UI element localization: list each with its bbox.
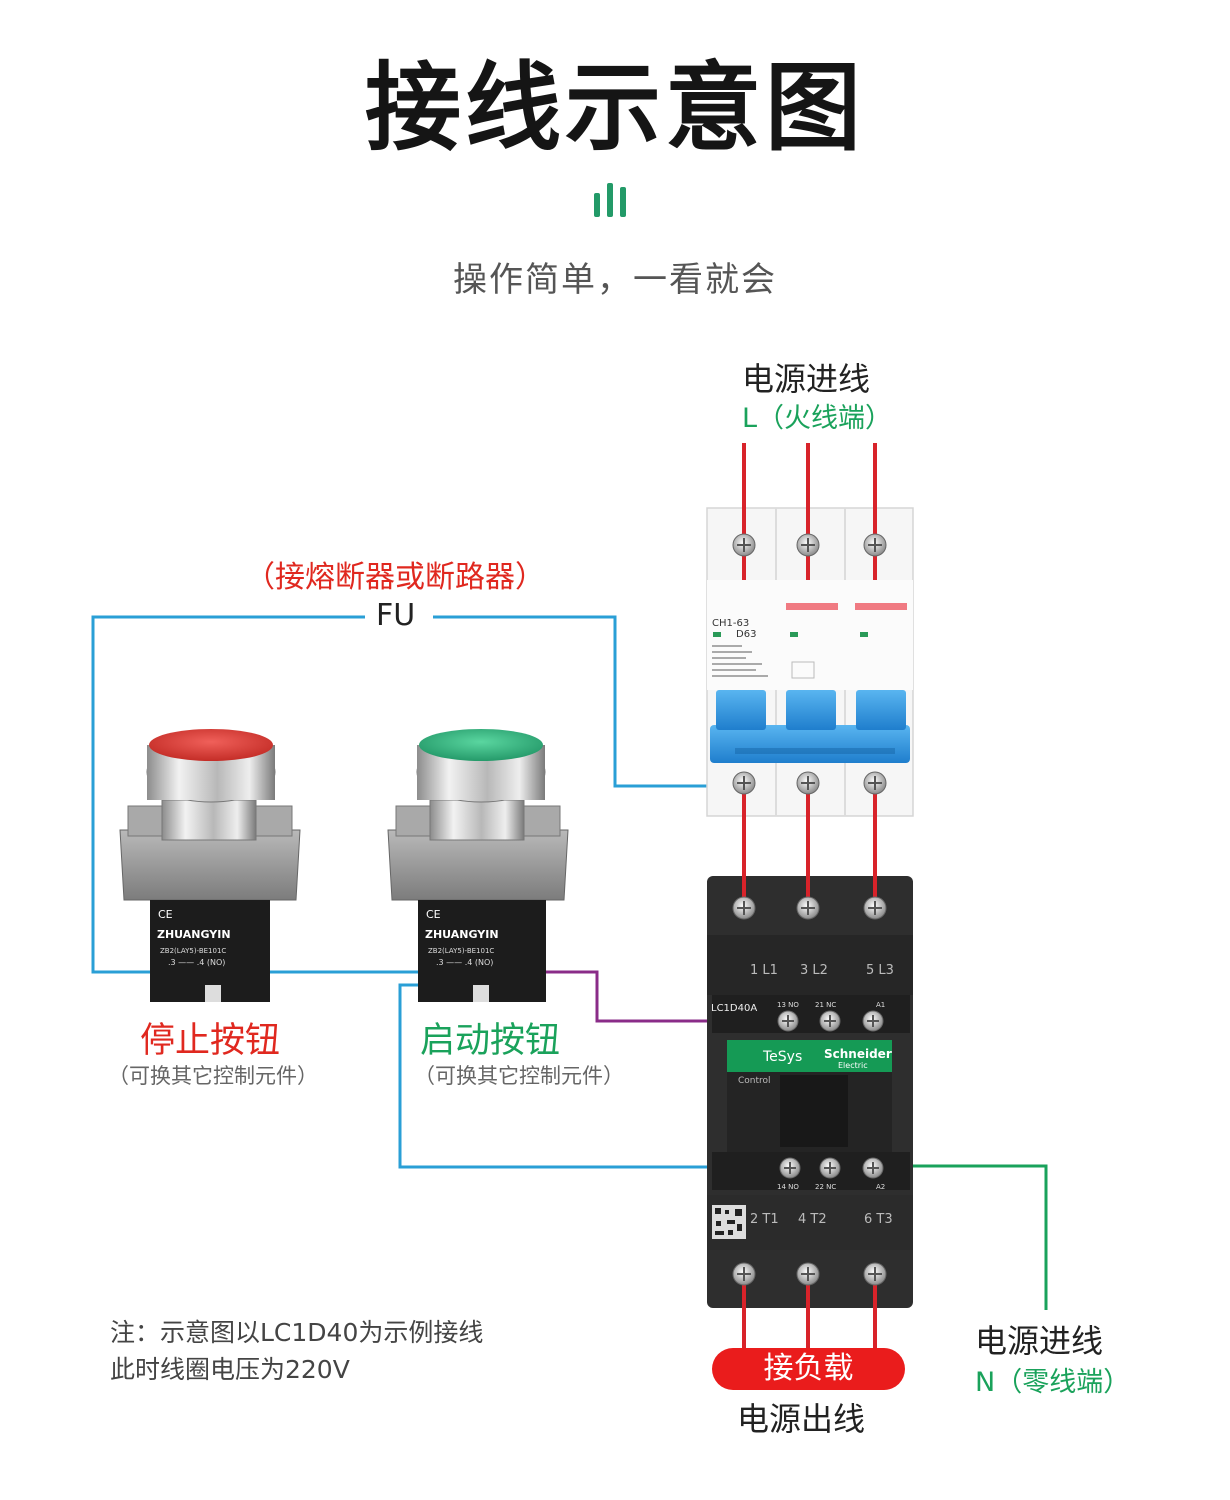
stop-button-contact: .3 —— .4 (NO) bbox=[168, 958, 225, 967]
aux-label-14: 14 NO bbox=[777, 1183, 799, 1191]
aux-label-a1: A1 bbox=[876, 1001, 885, 1009]
neutral-wire-a2 bbox=[873, 1164, 1048, 1310]
stop-button-label: 停止按钮 bbox=[140, 1021, 281, 1061]
page-subtitle: 操作简单，一看就会 bbox=[453, 260, 777, 300]
aux-label-13: 13 NO bbox=[777, 1001, 799, 1009]
bottom-power-neutral-label: N（零线端） bbox=[975, 1367, 1131, 1398]
phase-wires bbox=[742, 443, 877, 1350]
contactor-brand: Schneider bbox=[824, 1047, 892, 1061]
contactor-model: LC1D40A bbox=[711, 1003, 757, 1014]
screw-icon bbox=[819, 1010, 841, 1032]
start-button-hint: （可换其它控制元件） bbox=[414, 1064, 624, 1088]
terminal-screws bbox=[732, 533, 887, 1286]
stop-button-brand: ZHUANGYIN bbox=[157, 928, 231, 941]
terminal-label-l2: 3 L2 bbox=[800, 963, 828, 978]
terminal-label-l3: 5 L3 bbox=[866, 963, 894, 978]
screw-icon bbox=[863, 533, 887, 557]
screw-icon bbox=[796, 896, 820, 920]
screw-icon bbox=[863, 771, 887, 795]
screw-icon bbox=[862, 1010, 884, 1032]
terminal-label-t3: 6 T3 bbox=[864, 1212, 893, 1227]
control-wire-fu-right bbox=[433, 615, 708, 788]
bottom-power-in-label: 电源进线 bbox=[975, 1322, 1104, 1360]
contactor-brand-sub: Electric bbox=[838, 1061, 868, 1070]
title-divider-icon bbox=[590, 183, 630, 217]
screw-icon bbox=[862, 1157, 884, 1179]
screw-icon bbox=[732, 896, 756, 920]
control-wire-start-to-14 bbox=[398, 983, 790, 1169]
screw-icon bbox=[732, 533, 756, 557]
top-power-phase-label: L（火线端） bbox=[742, 403, 893, 434]
svg-text:CE: CE bbox=[158, 908, 173, 921]
page-title: 接线示意图 bbox=[365, 52, 865, 164]
aux-label-22: 22 NC bbox=[815, 1183, 836, 1191]
aux-label-21: 21 NC bbox=[815, 1001, 836, 1009]
contactor: TeSys Schneider Electric Control LC1D40A… bbox=[707, 876, 913, 1308]
fuse-code-label: FU bbox=[376, 598, 416, 633]
breaker-rating: D63 bbox=[736, 629, 756, 640]
note-line-1: 注：示意图以LC1D40为示例接线 bbox=[110, 1318, 484, 1347]
screw-icon bbox=[796, 771, 820, 795]
terminal-label-l1: 1 L1 bbox=[750, 963, 778, 978]
terminal-label-t1: 2 T1 bbox=[750, 1212, 779, 1227]
start-button-brand: ZHUANGYIN bbox=[425, 928, 499, 941]
stop-button-hint: （可换其它控制元件） bbox=[108, 1064, 318, 1088]
stop-pushbutton: CE ZHUANGYIN ZB2(LAY5)-BE101C .3 —— .4 (… bbox=[119, 729, 301, 1002]
stop-button-model: ZB2(LAY5)-BE101C bbox=[160, 947, 226, 955]
contactor-panel-label: Control bbox=[738, 1076, 771, 1086]
screw-icon bbox=[796, 533, 820, 557]
terminal-label-t2: 4 T2 bbox=[798, 1212, 827, 1227]
breaker-model: CH1-63 bbox=[712, 618, 749, 629]
svg-text:CE: CE bbox=[426, 908, 441, 921]
note-line-2: 此时线圈电压为220V bbox=[110, 1355, 350, 1384]
screw-icon bbox=[863, 896, 887, 920]
screw-icon bbox=[779, 1157, 801, 1179]
start-pushbutton: CE ZHUANGYIN ZB2(LAY5)-BE101C .3 —— .4 (… bbox=[387, 729, 569, 1002]
fuse-note-label: （接熔断器或断路器） bbox=[245, 560, 545, 595]
screw-icon bbox=[796, 1262, 820, 1286]
start-button-label: 启动按钮 bbox=[420, 1021, 561, 1061]
screw-icon bbox=[863, 1262, 887, 1286]
start-button-model: ZB2(LAY5)-BE101C bbox=[428, 947, 494, 955]
aux-label-a2: A2 bbox=[876, 1183, 885, 1191]
contactor-series: TeSys bbox=[762, 1049, 802, 1065]
start-button-contact: .3 —— .4 (NO) bbox=[436, 958, 493, 967]
screw-icon bbox=[732, 1262, 756, 1286]
screw-icon bbox=[819, 1157, 841, 1179]
note-text: 注：示意图以LC1D40为示例接线 此时线圈电压为220V bbox=[110, 1314, 483, 1388]
top-power-in-label: 电源进线 bbox=[742, 360, 871, 398]
power-out-label: 电源出线 bbox=[737, 1400, 866, 1438]
screw-icon bbox=[732, 771, 756, 795]
screw-icon bbox=[777, 1010, 799, 1032]
load-connect-badge: 接负载 bbox=[712, 1348, 905, 1390]
